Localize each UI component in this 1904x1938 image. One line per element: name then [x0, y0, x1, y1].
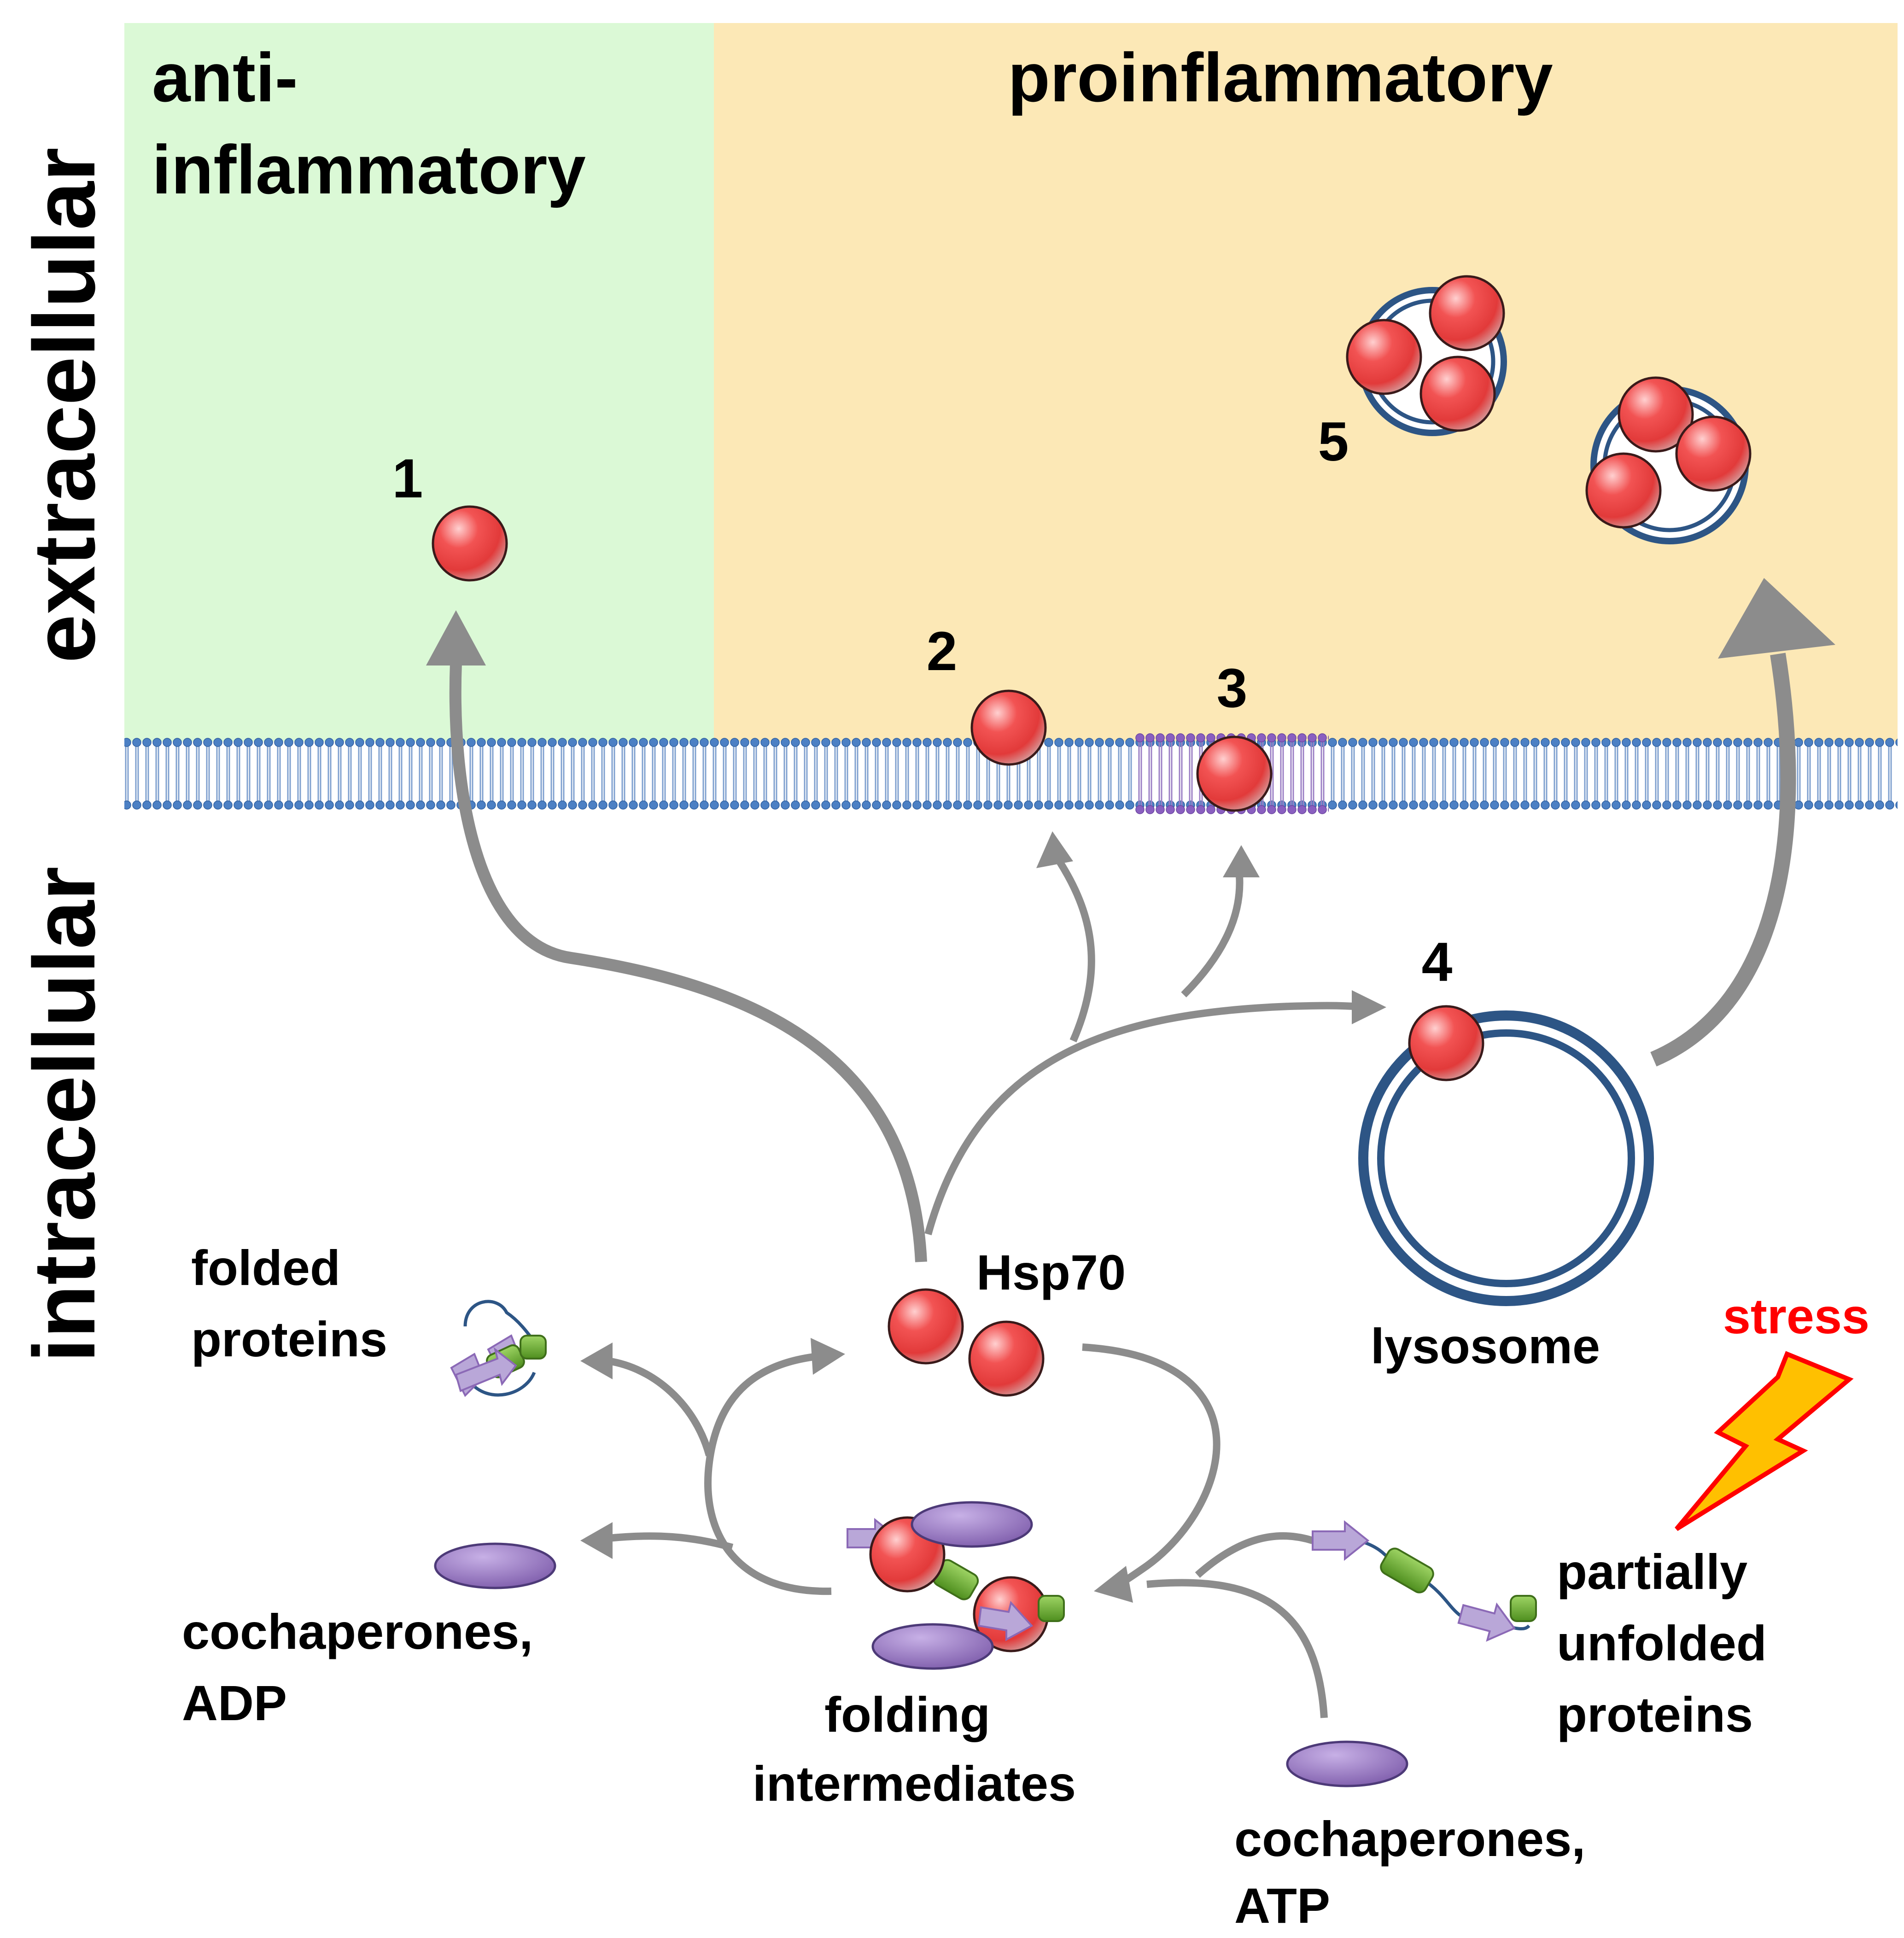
folding-intermediate-complex — [847, 1501, 1065, 1670]
cochaperone-icon — [434, 1542, 556, 1589]
partially-unfolded-label-1: partially — [1557, 1544, 1747, 1599]
folding-intermediates-label-2: intermediates — [753, 1756, 1076, 1811]
cochaperones-adp-label-2: ADP — [182, 1675, 287, 1731]
hsp70-lipid-raft — [1196, 736, 1273, 812]
hsp70-exosome — [1585, 452, 1662, 529]
proinflammatory-label: proinflammatory — [1008, 39, 1553, 116]
cochaperones-adp-label-1: cochaperones, — [182, 1604, 533, 1659]
hsp70-membrane-bound — [970, 689, 1047, 766]
anti-inflammatory-label-line2: inflammatory — [152, 131, 586, 208]
unfolded-protein-icon — [1312, 1520, 1537, 1642]
proinflammatory-region — [714, 23, 1898, 741]
pathway-number-1: 1 — [392, 448, 423, 509]
cochaperone-icon — [911, 1501, 1033, 1548]
hsp70-exosome — [1618, 376, 1694, 453]
hsp70-exosome — [1419, 356, 1496, 432]
folded-protein-icon — [450, 1300, 547, 1397]
pathway-number-2: 2 — [927, 620, 958, 682]
hsp70-exosome — [1675, 415, 1752, 492]
hsp70-exosome — [1346, 319, 1422, 395]
folded-proteins-label-1: folded — [191, 1240, 340, 1296]
cochaperone-icon — [871, 1623, 994, 1670]
hsp70-free — [432, 505, 508, 582]
stress-label: stress — [1723, 1288, 1869, 1344]
extracellular-label: extracellular — [16, 147, 113, 663]
folded-proteins-label-2: proteins — [191, 1311, 387, 1367]
lysosome — [1358, 1005, 1654, 1306]
hsp70-molecule — [888, 1288, 964, 1365]
cochaperone-icon — [1286, 1740, 1408, 1787]
pathway-number-3: 3 — [1217, 657, 1248, 719]
cochaperones-atp-label-2: ATP — [1234, 1878, 1330, 1933]
pathway-arrows — [426, 578, 1835, 1718]
hsp70-label: Hsp70 — [976, 1244, 1126, 1300]
anti-inflammatory-label-line1: anti- — [152, 39, 298, 116]
partially-unfolded-label-3: proteins — [1557, 1687, 1753, 1742]
exosome-1 — [1346, 275, 1507, 436]
cochaperones-atp-label-1: cochaperones, — [1234, 1811, 1585, 1867]
pathway-number-4: 4 — [1422, 931, 1453, 993]
hsp70-molecule — [968, 1320, 1045, 1397]
lysosome-label: lysosome — [1371, 1318, 1600, 1374]
hsp70-lysosomal — [1408, 1005, 1484, 1081]
lightning-bolt-icon — [1675, 1351, 1854, 1531]
pathway-number-5: 5 — [1318, 411, 1349, 473]
hsp70-exosome — [1429, 275, 1505, 351]
intracellular-label: intracellular — [16, 866, 113, 1362]
folding-intermediates-label-1: folding — [824, 1687, 990, 1742]
partially-unfolded-label-2: unfolded — [1557, 1615, 1767, 1671]
exosome-2 — [1585, 376, 1752, 544]
anti-inflammatory-region — [124, 23, 714, 741]
